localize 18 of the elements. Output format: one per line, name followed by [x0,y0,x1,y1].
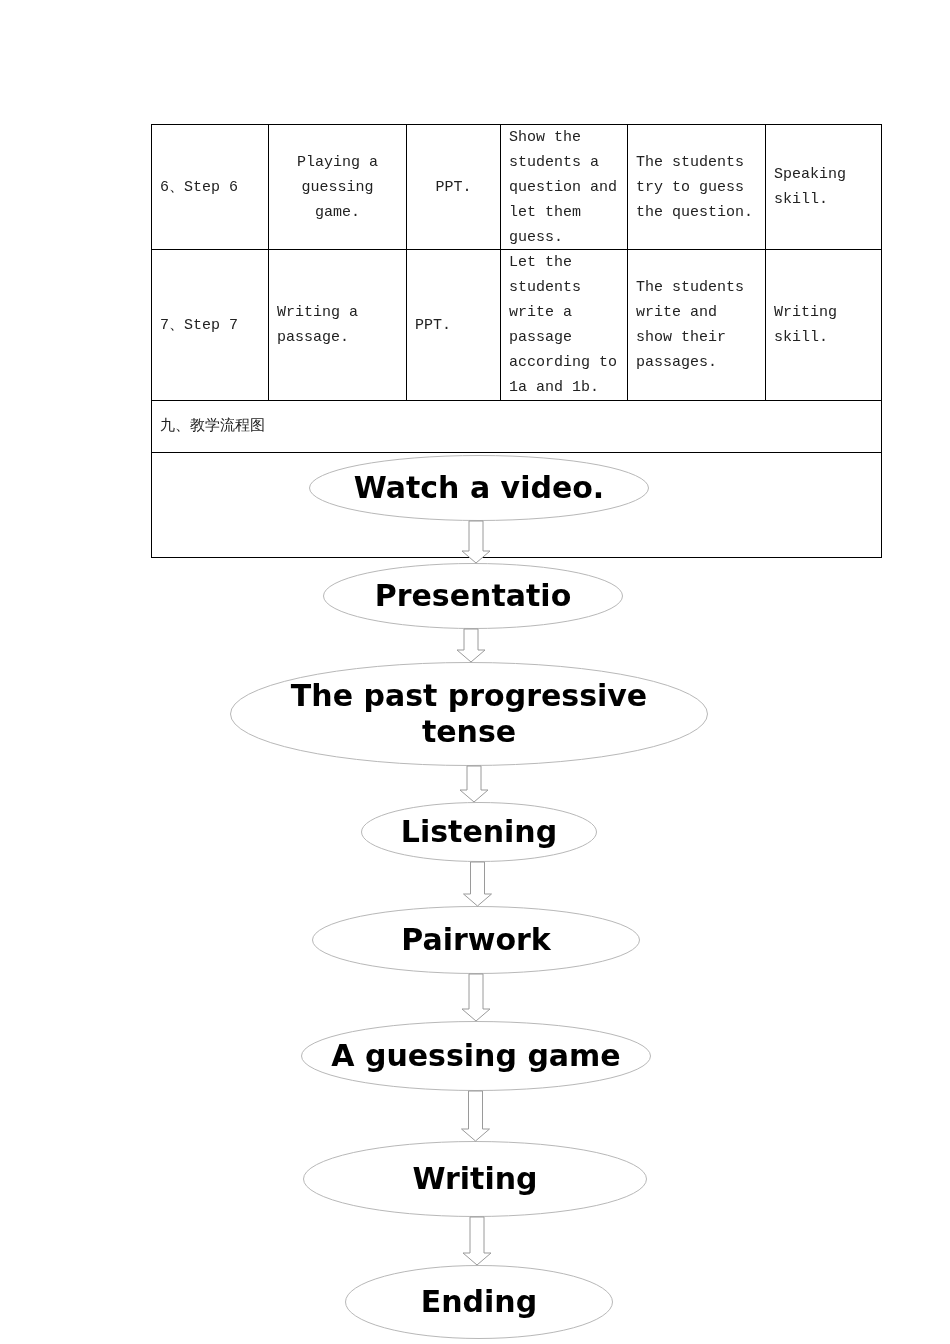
block-arrow [461,520,491,564]
process-ellipse: The past progressive tense [230,662,708,766]
block-arrow [456,628,486,663]
block-arrow [463,861,492,907]
process-ellipse: Writing [303,1141,647,1217]
process-ellipse: Watch a video. [309,455,649,521]
table-cell: 6、Step 6 [151,124,269,250]
block-arrow [461,973,491,1022]
table-cell: Speaking skill. [765,124,882,250]
block-arrow [461,1090,490,1142]
section-heading: 九、教学流程图 [151,400,882,453]
process-ellipse: Presentatio [323,563,623,629]
process-ellipse: A guessing game [301,1021,651,1091]
process-ellipse: Pairwork [312,906,640,974]
process-ellipse: Listening [361,802,597,862]
block-arrow [459,765,489,803]
block-arrow [462,1216,492,1266]
process-ellipse: Ending [345,1265,613,1339]
